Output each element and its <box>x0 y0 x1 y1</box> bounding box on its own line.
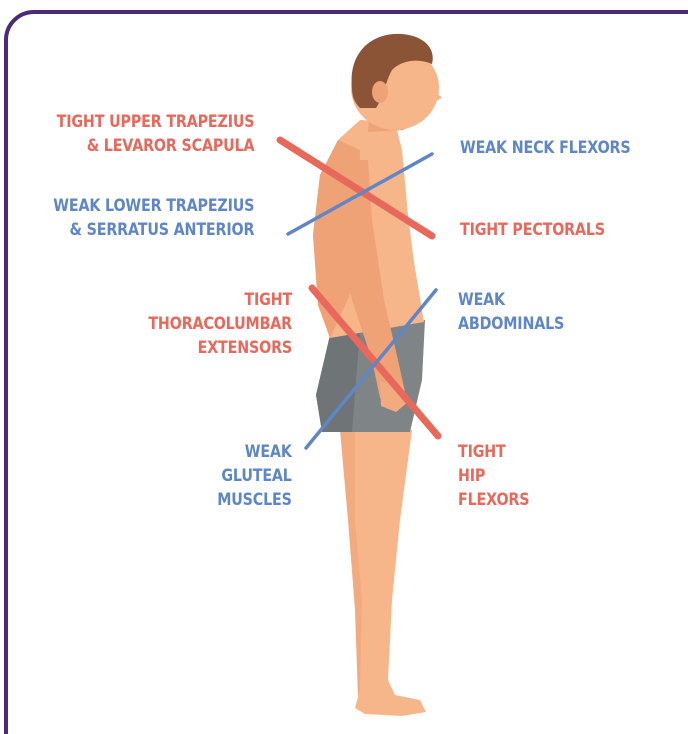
label-tight-thoracolumbar-extensors: TIGHT THORACOLUMBAR EXTENSORS <box>148 288 292 360</box>
label-weak-neck-flexors: WEAK NECK FLEXORS <box>460 136 630 160</box>
label-tight-hip-flexors: TIGHT HIP FLEXORS <box>458 440 529 512</box>
label-weak-gluteal-muscles: WEAK GLUTEAL MUSCLES <box>217 440 292 512</box>
label-tight-pectorals: TIGHT PECTORALS <box>460 218 605 242</box>
front-leg <box>355 430 426 716</box>
label-tight-upper-trapezius: TIGHT UPPER TRAPEZIUS & LEVAROR SCAPULA <box>56 110 254 158</box>
label-weak-abdominals: WEAK ABDOMINALS <box>458 288 564 336</box>
label-weak-lower-trapezius: WEAK LOWER TRAPEZIUS & SERRATUS ANTERIOR <box>53 194 254 242</box>
ear <box>372 81 388 103</box>
